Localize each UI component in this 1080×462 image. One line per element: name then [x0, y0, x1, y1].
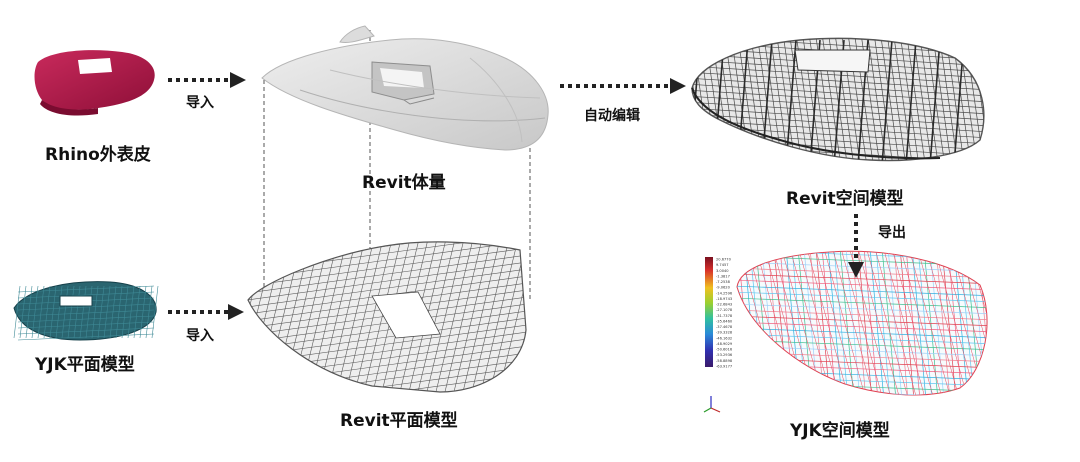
legend-tick-label: -35.6460 [716, 319, 733, 323]
legend-tick-label: -22.6843 [716, 303, 732, 307]
arrow-label-import-bottom: 导入 [186, 328, 214, 344]
legend-tick-label: -1.3817 [716, 274, 730, 278]
label-revit-plan-model: Revit平面模型 [340, 411, 458, 431]
label-yjk-spatial-model: YJK空间模型 [790, 421, 890, 441]
arrow-export [848, 214, 864, 278]
legend-tick-label: -63.9177 [716, 365, 732, 369]
legend-tick-label: -46.1632 [716, 336, 732, 340]
revit-spatial-model [691, 37, 985, 162]
arrow-auto-edit [560, 78, 686, 94]
yjk-spatial-model [736, 250, 988, 396]
revit-plan-model [247, 241, 527, 393]
label-yjk-plan-model: YJK平面模型 [35, 355, 135, 375]
label-rhino-skin: Rhino外表皮 [45, 145, 151, 165]
legend-tick-label: 3.0040 [716, 269, 729, 273]
legend-tick-label: -31.7378 [716, 314, 733, 318]
legend-tick-label: -7.2538 [716, 280, 731, 284]
legend-tick-label: -58.8898 [716, 359, 733, 363]
arrow-import-top [168, 72, 246, 88]
legend-tick-label: -18.9743 [716, 297, 732, 301]
legend-tick-label: -37.4678 [716, 325, 733, 329]
legend-tick-label: 9.7457 [716, 263, 729, 267]
arrow-label-import-top: 导入 [186, 95, 214, 111]
legend-tick-label: -9.0620 [716, 286, 731, 290]
rhino-skin-model [34, 50, 155, 116]
axis-triad-icon [703, 396, 721, 413]
legend-tick-label: -48.9029 [716, 342, 733, 346]
legend-tick-label: -53.2936 [716, 353, 733, 357]
legend-tick-label: -39.3328 [716, 331, 733, 335]
yjk-plan-model [13, 281, 159, 341]
arrow-label-export: 导出 [878, 225, 906, 241]
revit-mass-model [261, 25, 549, 151]
label-revit-mass: Revit体量 [362, 173, 446, 193]
legend-tick-label: -14.2596 [716, 291, 733, 295]
legend-tick-label: -50.6016 [716, 348, 733, 352]
legend-tick-label: 20.6770 [716, 258, 732, 262]
legend-tick-label: -27.1078 [716, 308, 733, 312]
label-revit-spatial-model: Revit空间模型 [786, 189, 904, 209]
arrow-import-bottom [168, 304, 244, 320]
arrow-label-auto-edit: 自动编辑 [584, 108, 640, 124]
legend-colorbar [705, 257, 713, 367]
